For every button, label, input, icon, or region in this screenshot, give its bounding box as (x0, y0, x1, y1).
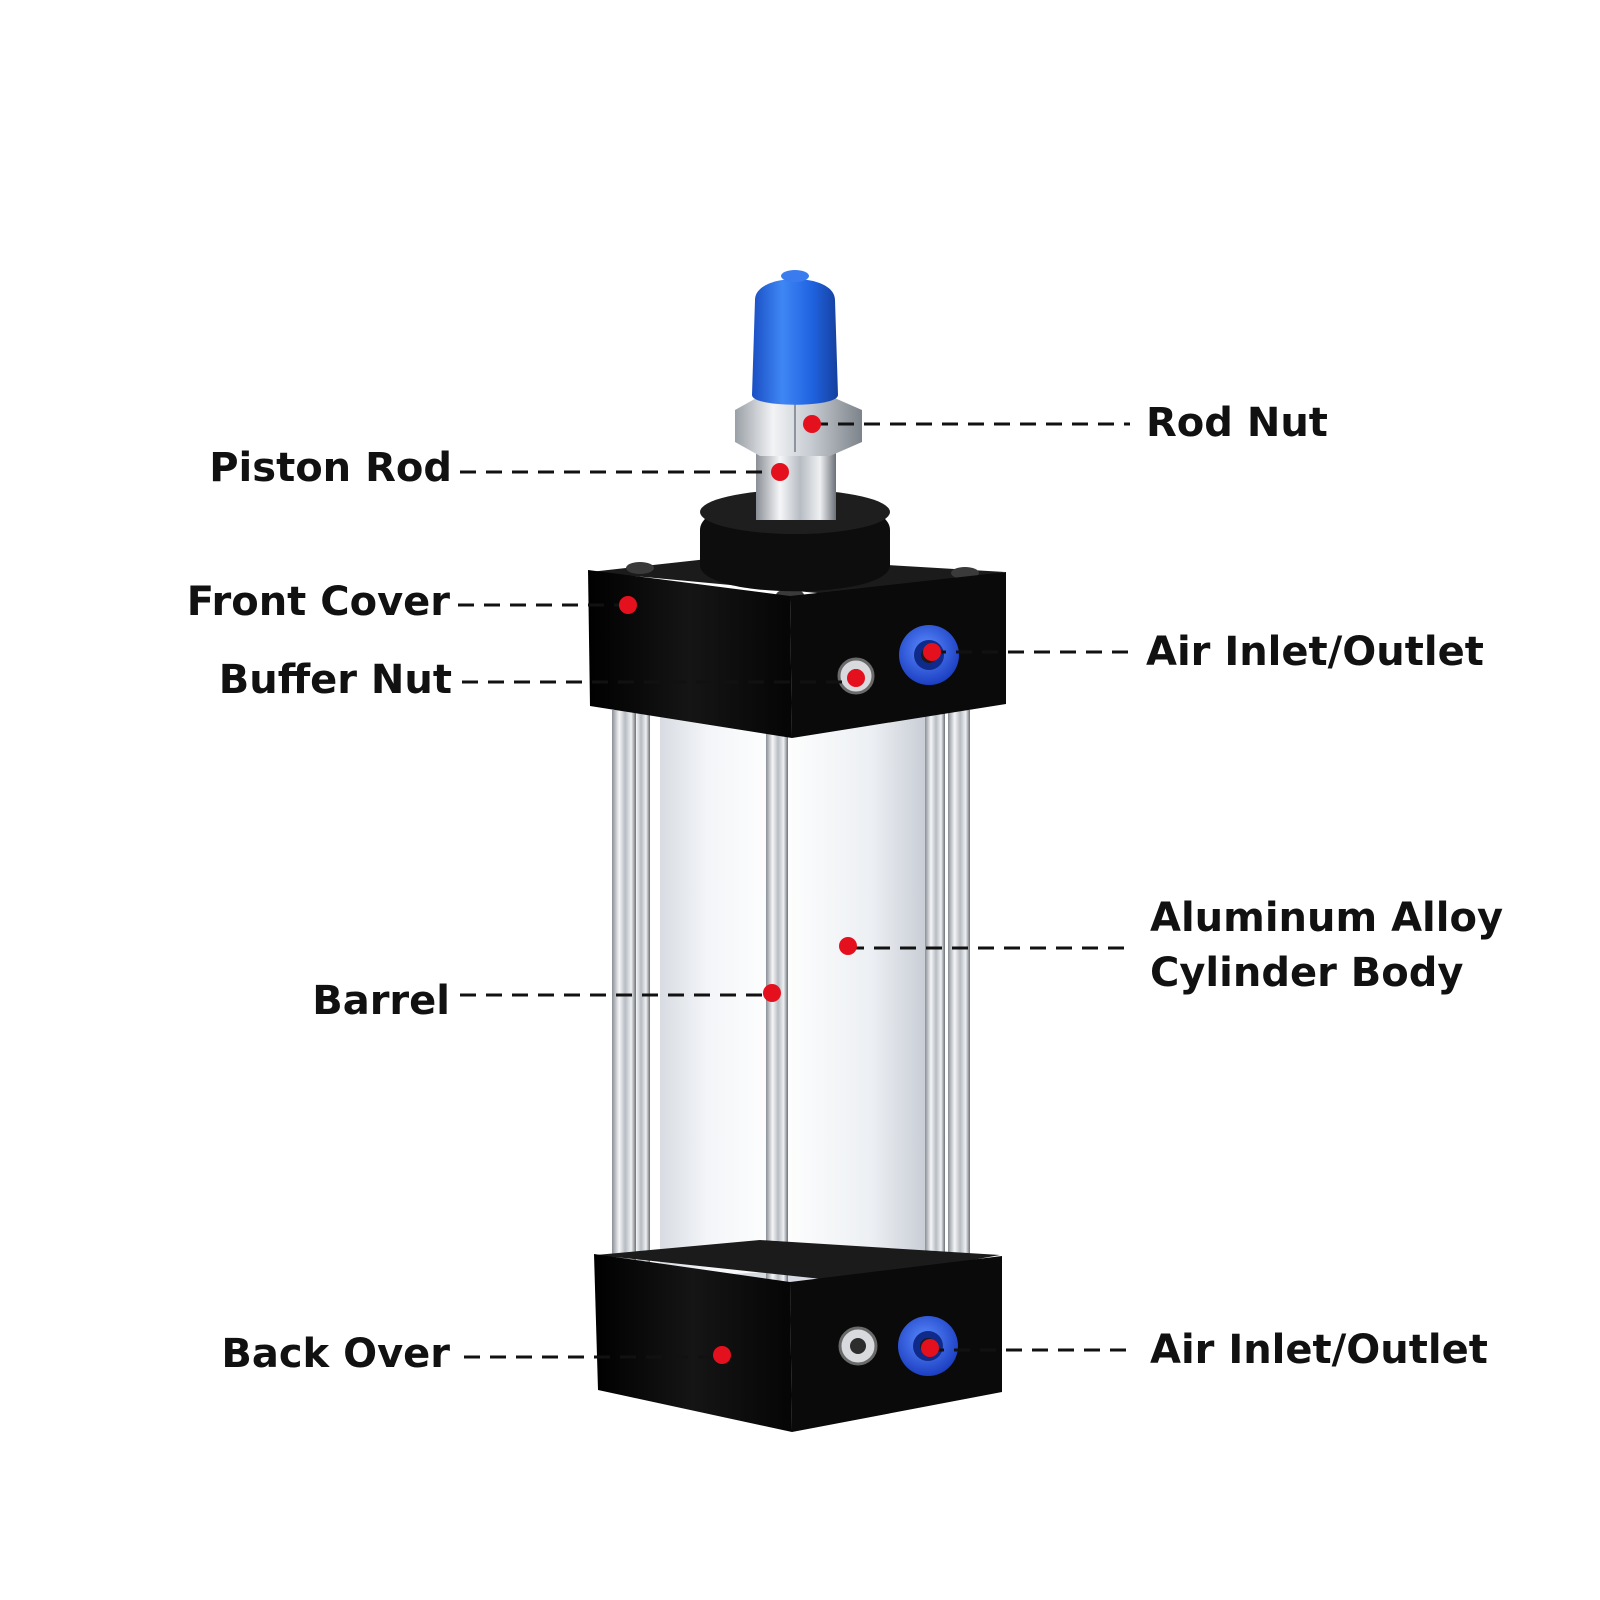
tie-rod-front-right (948, 710, 970, 1270)
label-cylinder-body: Cylinder Body (1150, 950, 1464, 996)
label-air-inlet-outlet-bottom: Air Inlet/Outlet (1150, 1327, 1488, 1373)
marker-air-inlet-bottom (921, 1339, 939, 1357)
label-back-over: Back Over (221, 1331, 450, 1377)
tie-rod-back-right (925, 705, 945, 1265)
marker-piston-rod (771, 463, 789, 481)
back-cover-front-face (594, 1254, 792, 1432)
label-piston-rod: Piston Rod (209, 445, 452, 491)
marker-air-inlet-top (923, 643, 941, 661)
label-buffer-nut: Buffer Nut (218, 657, 452, 703)
back-cover-side-face (790, 1256, 1002, 1432)
front-cover-front-face (588, 570, 792, 738)
rod-nut-hex (735, 396, 862, 456)
marker-back-over (713, 1346, 731, 1364)
marker-buffer-nut (847, 669, 865, 687)
tie-rod-front-center (766, 712, 788, 1312)
label-aluminum-alloy: Aluminum Alloy (1150, 895, 1504, 941)
marker-aluminum-body (839, 937, 857, 955)
label-rod-nut: Rod Nut (1146, 400, 1328, 446)
blue-cap (752, 279, 838, 405)
marker-barrel (763, 984, 781, 1002)
front-cover-side-face (790, 572, 1006, 738)
label-front-cover: Front Cover (186, 579, 450, 625)
marker-rod-nut (803, 415, 821, 433)
label-air-inlet-outlet-top: Air Inlet/Outlet (1146, 629, 1484, 675)
piston-rod-shaft (756, 445, 836, 520)
label-barrel: Barrel (312, 978, 450, 1024)
marker-front-cover (619, 596, 637, 614)
